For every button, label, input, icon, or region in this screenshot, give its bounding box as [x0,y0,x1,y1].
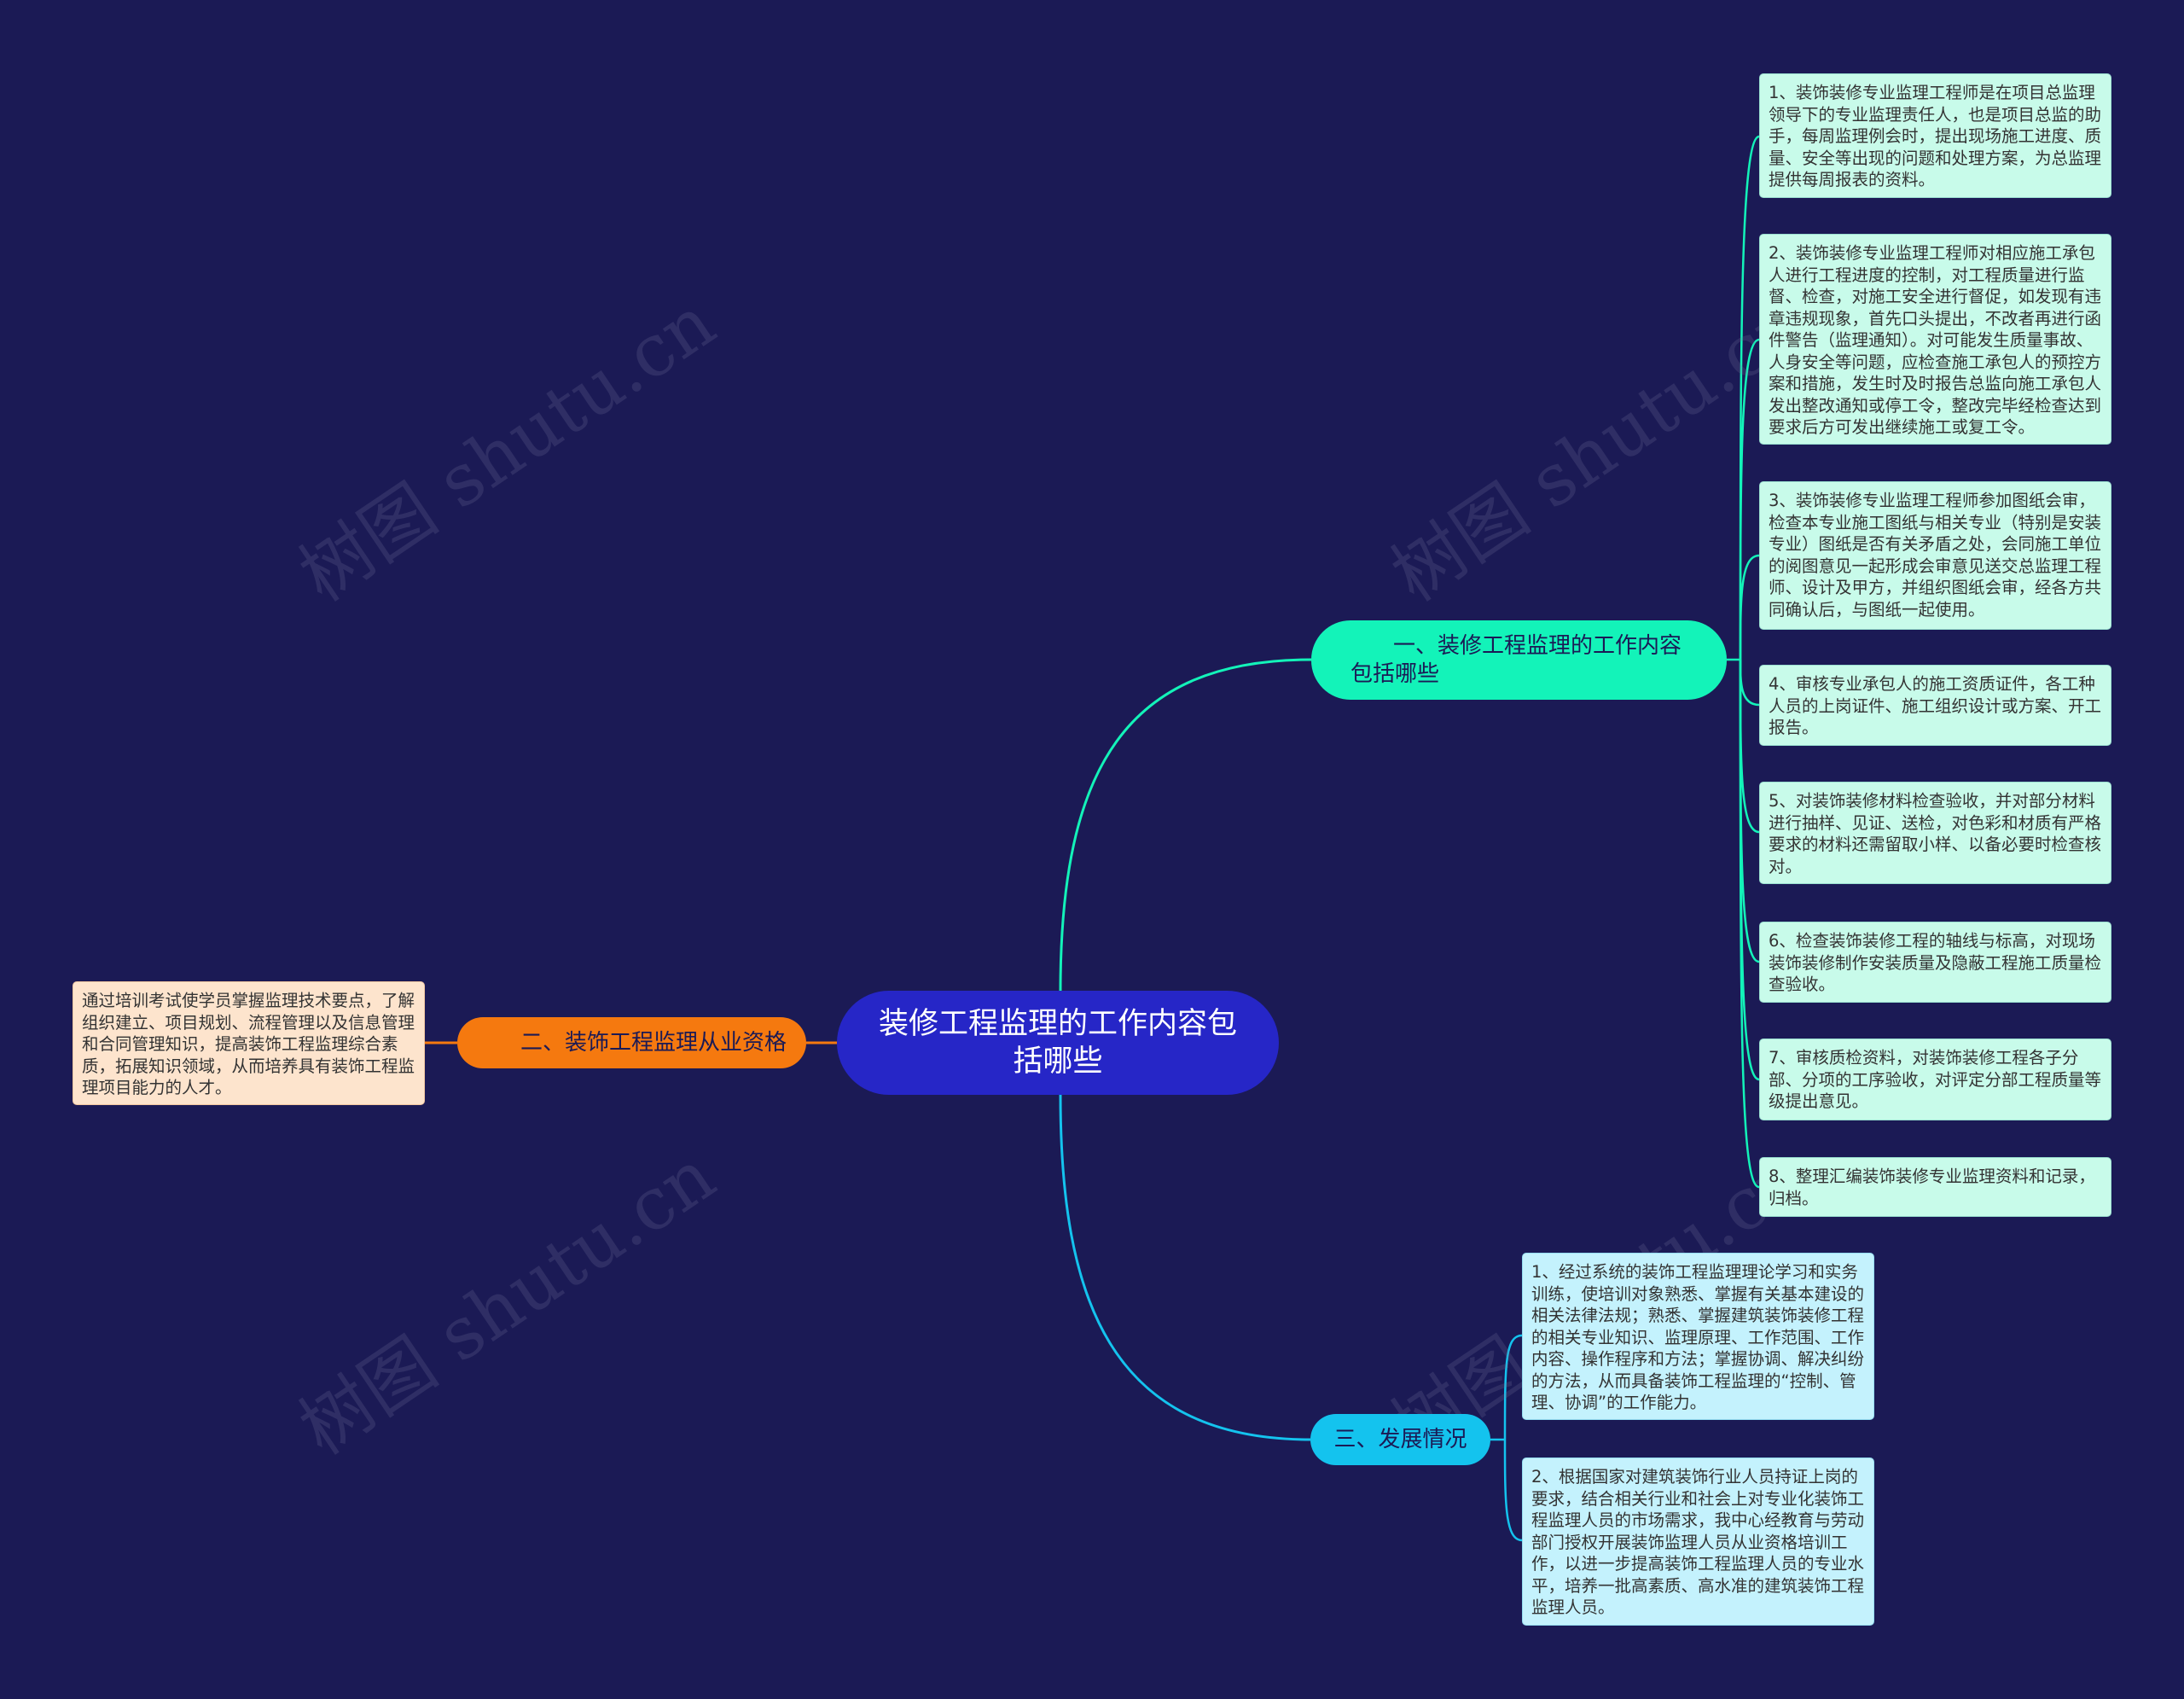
branch-topic-label: 二、装饰工程监理从业资格 [520,1030,787,1056]
leaf-text: 1、经过系统的装饰工程监理理论学习和实务训练，使培训对象熟悉、掌握有关基本建设的… [1531,1262,1865,1412]
leaf-node[interactable]: 6、检查装饰装修工程的轴线与标高，对现场装饰装修制作安装质量及隐蔽工程施工质量检… [1759,922,2111,1003]
leaf-node[interactable]: 2、根据国家对建筑装饰行业人员持证上岗的要求，结合相关行业和社会上对专业化装饰工… [1522,1458,1874,1626]
leaf-node[interactable]: 通过培训考试使学员掌握监理技术要点，了解组织建立、项目规划、流程管理以及信息管理… [73,981,425,1105]
branch3-leaf-links [1490,1334,1523,1542]
leaf-node[interactable]: 7、审核质检资料，对装饰装修工程各子分部、分项的工序验收，对评定分部工程质量等级… [1759,1039,2111,1120]
leaf-text: 8、整理汇编装饰装修专业监理资料和记录，归档。 [1769,1167,2095,1208]
leaf-node[interactable]: 8、整理汇编装饰装修专业监理资料和记录，归档。 [1759,1157,2111,1217]
root-topic[interactable]: 装修工程监理的工作内容包括哪些 [837,991,1279,1095]
root-topic-label: 装修工程监理的工作内容包括哪些 [878,1007,1237,1079]
branch-topic-label: 一、装修工程监理的工作内容包括哪些 [1350,633,1682,687]
leaf-node[interactable]: 5、对装饰装修材料检查验收，并对部分材料进行抽样、见证、送检，对色彩和材质有严格… [1759,782,2111,884]
leaf-node[interactable]: 2、装饰装修专业监理工程师对相应施工承包人进行工程进度的控制，对工程质量进行监督… [1759,234,2111,445]
leaf-text: 6、检查装饰装修工程的轴线与标高，对现场装饰装修制作安装质量及隐蔽工程施工质量检… [1769,931,2102,994]
leaf-text: 4、审核专业承包人的施工资质证件，各工种人员的上岗证件、施工组织设计或方案、开工… [1769,674,2102,737]
branch-topic-label: 三、发展情况 [1333,1427,1467,1452]
leaf-node[interactable]: 3、装饰装修专业监理工程师参加图纸会审，检查本专业施工图纸与相关专业（特别是安装… [1759,481,2111,630]
branch-topic-work-content[interactable]: 一、装修工程监理的工作内容包括哪些 [1311,620,1727,700]
link-root-branch1 [1059,658,1312,992]
leaf-text: 1、装饰装修专业监理工程师是在项目总监理领导下的专业监理责任人，也是项目总监的助… [1769,83,2102,189]
leaf-text: 2、根据国家对建筑装饰行业人员持证上岗的要求，结合相关行业和社会上对专业化装饰工… [1531,1467,1865,1617]
leaf-text: 5、对装饰装修材料检查验收，并对部分材料进行抽样、见证、送检，对色彩和材质有严格… [1769,791,2102,876]
branch-topic-development[interactable]: 三、发展情况 [1310,1414,1490,1465]
leaf-text: 3、装饰装修专业监理工程师参加图纸会审，检查本专业施工图纸与相关专业（特别是安装… [1769,491,2102,620]
leaf-node[interactable]: 4、审核专业承包人的施工资质证件，各工种人员的上岗证件、施工组织设计或方案、开工… [1759,665,2111,746]
leaf-text: 7、审核质检资料，对装饰装修工程各子分部、分项的工序验收，对评定分部工程质量等级… [1769,1048,2102,1111]
branch1-leaf-links [1727,135,1760,1189]
leaf-text: 通过培训考试使学员掌握监理技术要点，了解组织建立、项目规划、流程管理以及信息管理… [82,991,415,1097]
branch-topic-qualification[interactable]: 二、装饰工程监理从业资格 [457,1017,806,1068]
leaf-text: 2、装饰装修专业监理工程师对相应施工承包人进行工程进度的控制，对工程质量进行监督… [1769,243,2102,437]
link-root-branch3 [1059,1094,1311,1441]
leaf-node[interactable]: 1、装饰装修专业监理工程师是在项目总监理领导下的专业监理责任人，也是项目总监的助… [1759,73,2111,198]
leaf-node[interactable]: 1、经过系统的装饰工程监理理论学习和实务训练，使培训对象熟悉、掌握有关基本建设的… [1522,1253,1874,1420]
